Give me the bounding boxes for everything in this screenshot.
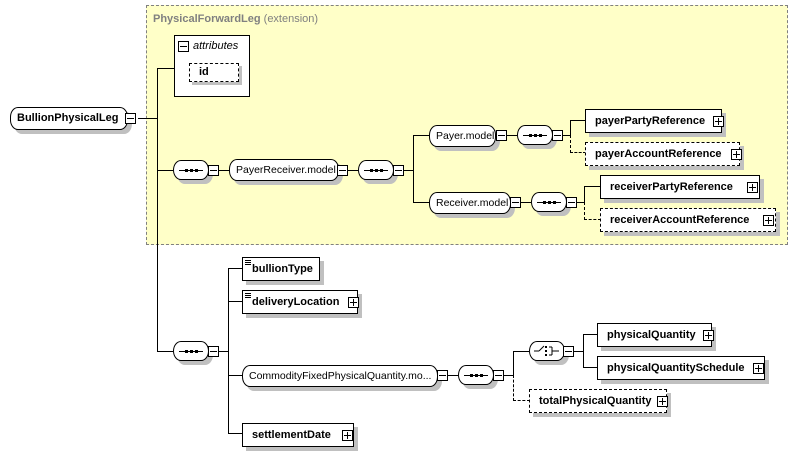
connector xyxy=(563,135,571,136)
element-payer-party-reference[interactable]: payerPartyReference xyxy=(585,109,724,133)
connector xyxy=(583,367,597,368)
connector xyxy=(583,334,597,335)
element-label: deliveryLocation xyxy=(252,296,340,308)
connector xyxy=(413,135,429,136)
connector xyxy=(513,351,514,376)
collapse-toggle[interactable] xyxy=(563,346,574,357)
connector xyxy=(219,170,229,171)
connector xyxy=(584,186,585,203)
root-element[interactable]: BullionPhysicalLeg xyxy=(10,107,128,130)
element-settlement-date[interactable]: settlementDate xyxy=(242,423,354,447)
group-commodity-fixed-physical-quantity[interactable]: CommodityFixedPhysicalQuantity.mo... xyxy=(242,365,438,387)
connector-optional xyxy=(570,135,586,153)
connector xyxy=(138,118,158,119)
expand-toggle[interactable] xyxy=(703,330,714,341)
collapse-toggle[interactable] xyxy=(437,370,448,381)
connector xyxy=(157,68,158,352)
connector xyxy=(570,120,571,136)
expand-toggle[interactable] xyxy=(747,182,758,193)
expand-toggle[interactable] xyxy=(657,396,668,407)
connector xyxy=(219,351,229,352)
collapse-toggle[interactable] xyxy=(552,130,563,141)
collapse-toggle[interactable] xyxy=(208,346,219,357)
element-label: payerPartyReference xyxy=(595,115,706,127)
element-receiver-party-reference[interactable]: receiverPartyReference xyxy=(600,175,760,199)
connector xyxy=(577,202,585,203)
collapse-toggle[interactable] xyxy=(510,197,521,208)
sequence-icon[interactable] xyxy=(531,192,567,212)
element-physical-quantity[interactable]: physicalQuantity xyxy=(597,323,714,347)
collapse-toggle[interactable] xyxy=(493,370,504,381)
connector-optional xyxy=(584,202,601,220)
connector-optional xyxy=(513,375,530,401)
element-receiver-account-reference[interactable]: receiverAccountReference xyxy=(600,208,776,232)
extension-suffix: (extension) xyxy=(263,13,319,25)
connector xyxy=(404,170,414,171)
connector xyxy=(228,375,242,376)
expand-toggle[interactable] xyxy=(348,297,359,308)
connector xyxy=(570,120,585,121)
sequence-icon[interactable] xyxy=(173,341,209,361)
element-total-physical-quantity[interactable]: totalPhysicalQuantity xyxy=(529,389,668,413)
expand-toggle[interactable] xyxy=(763,215,774,226)
connector xyxy=(228,433,242,434)
simple-type-icon xyxy=(245,293,251,298)
collapse-toggle[interactable] xyxy=(208,165,219,176)
element-label: settlementDate xyxy=(252,429,331,441)
extension-name: PhysicalForwardLeg xyxy=(153,13,261,25)
connector xyxy=(583,334,584,368)
group-payer[interactable]: Payer.model xyxy=(429,125,496,147)
simple-type-icon xyxy=(245,260,251,265)
element-label: bullionType xyxy=(252,263,313,275)
element-label: receiverAccountReference xyxy=(610,214,750,226)
attribute-id[interactable]: id xyxy=(189,63,239,82)
element-label: payerAccountReference xyxy=(595,148,722,160)
sequence-icon[interactable] xyxy=(358,160,394,180)
collapse-toggle[interactable] xyxy=(393,165,404,176)
element-delivery-location[interactable]: deliveryLocation xyxy=(242,290,359,314)
connector xyxy=(157,68,175,69)
element-label: totalPhysicalQuantity xyxy=(539,395,652,407)
expand-toggle[interactable] xyxy=(731,149,742,160)
connector xyxy=(521,202,531,203)
connector xyxy=(513,351,529,352)
root-collapse-toggle[interactable] xyxy=(125,113,136,124)
connector xyxy=(228,268,242,269)
expand-toggle[interactable] xyxy=(753,363,764,374)
attributes-title: attributes xyxy=(193,40,239,52)
element-label: physicalQuantity xyxy=(607,329,696,341)
connector xyxy=(348,170,358,171)
connector xyxy=(574,351,584,352)
connector xyxy=(228,301,242,302)
collapse-toggle[interactable] xyxy=(337,165,348,176)
connector xyxy=(413,135,414,203)
sequence-icon[interactable] xyxy=(517,125,553,145)
element-bullion-type[interactable]: bullionType xyxy=(242,257,320,281)
collapse-toggle[interactable] xyxy=(566,197,577,208)
group-payer-receiver[interactable]: PayerReceiver.model xyxy=(229,159,339,181)
sequence-icon[interactable] xyxy=(458,365,494,385)
collapse-toggle[interactable] xyxy=(496,130,507,141)
connector xyxy=(228,268,229,434)
connector xyxy=(448,375,458,376)
extension-title: PhysicalForwardLeg (extension) xyxy=(153,13,318,25)
attributes-box: attributes id xyxy=(174,35,250,97)
element-label: receiverPartyReference xyxy=(610,181,733,193)
element-payer-account-reference[interactable]: payerAccountReference xyxy=(585,142,742,166)
expand-toggle[interactable] xyxy=(342,430,353,441)
choice-icon[interactable] xyxy=(529,341,565,361)
choice-glyph xyxy=(534,345,559,356)
connector xyxy=(504,375,514,376)
element-physical-quantity-schedule[interactable]: physicalQuantitySchedule xyxy=(597,356,765,380)
sequence-icon[interactable] xyxy=(173,160,209,180)
connector xyxy=(157,351,173,352)
connector xyxy=(507,135,517,136)
connector xyxy=(157,170,173,171)
element-label: physicalQuantitySchedule xyxy=(607,362,745,374)
connector xyxy=(413,202,429,203)
collapse-toggle[interactable] xyxy=(178,41,189,52)
expand-toggle[interactable] xyxy=(713,116,724,127)
group-receiver[interactable]: Receiver.model xyxy=(429,192,511,214)
connector xyxy=(584,186,600,187)
